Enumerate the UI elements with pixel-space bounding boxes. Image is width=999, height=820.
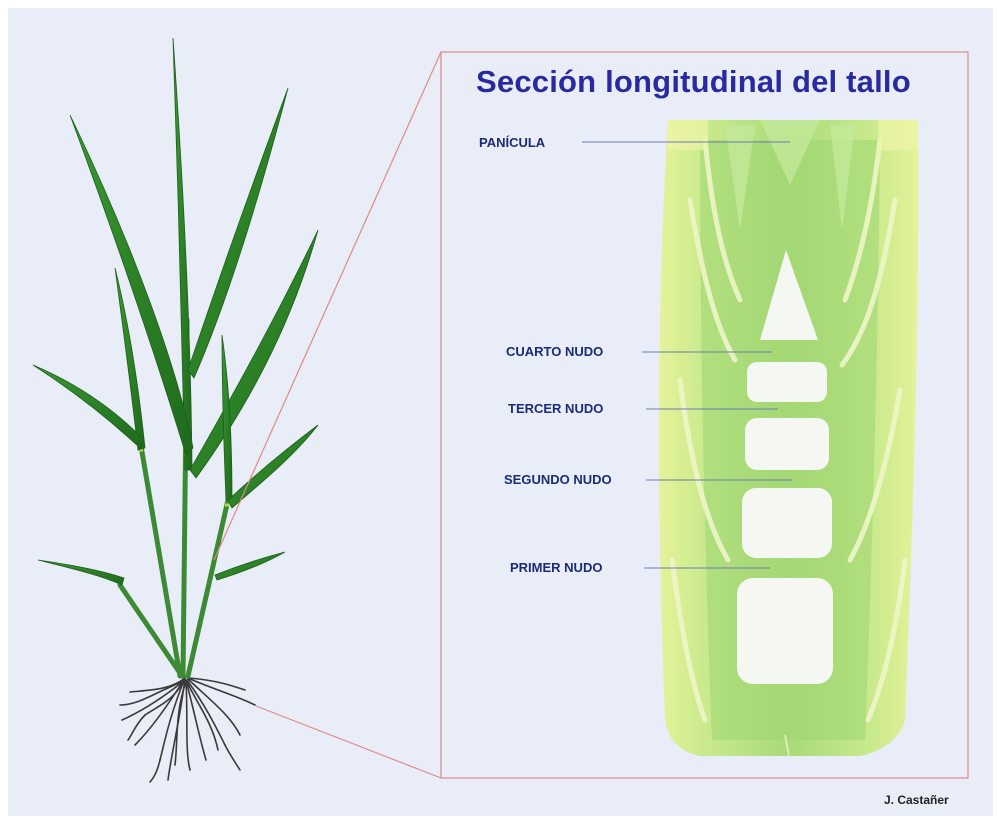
label-cuarto-nudo: CUARTO NUDO <box>506 344 604 359</box>
label-tercer-nudo: TERCER NUDO <box>508 401 604 416</box>
internode-cavity-2 <box>742 488 832 558</box>
internode-cavity-3 <box>745 418 829 470</box>
author-credit: J. Castañer <box>884 793 949 807</box>
stem-section <box>659 120 919 757</box>
roots <box>119 677 256 783</box>
rice-plant <box>32 37 319 783</box>
internode-cavity-1 <box>737 578 833 684</box>
leaves <box>32 37 319 586</box>
label-segundo-nudo: SEGUNDO NUDO <box>504 472 612 487</box>
section-frame <box>440 51 969 779</box>
label-primer-nudo: PRIMER NUDO <box>510 560 603 575</box>
panicle-cavity <box>760 250 818 340</box>
leader-lines <box>582 141 792 569</box>
label-panicula: PANÍCULA <box>479 135 546 150</box>
diagram-title: Sección longitudinal del tallo <box>476 64 911 99</box>
zoom-connectors <box>213 51 442 779</box>
internode-cavity-4 <box>747 362 827 402</box>
